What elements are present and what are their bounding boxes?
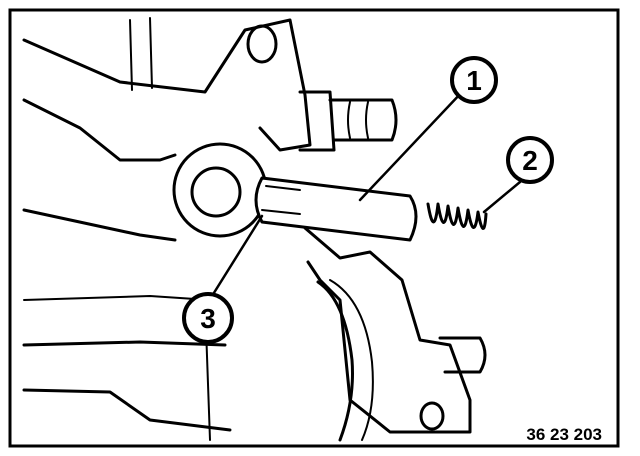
leader-line-1 [358,90,464,202]
lower-pin [438,336,487,374]
caliper-bracket [303,226,472,434]
bolt-knurl-lines [347,101,369,139]
housing-upper-outline [22,18,312,152]
leader-line-2 [482,180,522,214]
casting-edge-3 [23,295,211,301]
upper-bolt-head [328,98,398,142]
leader-line-3 [210,214,264,298]
casting-edge-5 [22,388,232,432]
callout-1-label: 1 [466,65,482,96]
guide-pin [254,176,418,242]
reference-code: 36 23 203 [526,425,602,444]
upper-bolt-body [298,90,336,152]
bracket-inner-curve-2 [329,279,374,441]
callout-2-circle [506,136,554,184]
callout-1-circle [450,56,498,104]
spring-coils [426,202,488,230]
casting-edge-4 [22,340,227,347]
lower-bolt-hole [419,401,445,431]
callout-3-circle [182,292,234,344]
upper-bolt-hole [246,24,278,64]
callout-3: 3 [182,292,234,344]
casting-edge-1 [22,98,177,162]
callout-2: 2 [506,136,554,184]
bracket-inner-curve [316,280,354,442]
guide-bore [190,166,242,218]
callout-2-label: 2 [522,145,538,176]
casting-edge-2 [22,208,177,242]
guide-pin-flat [261,185,301,215]
housing-rib-lines [129,17,153,91]
callout-3-label: 3 [200,303,216,334]
callout-1: 1 [450,56,498,104]
